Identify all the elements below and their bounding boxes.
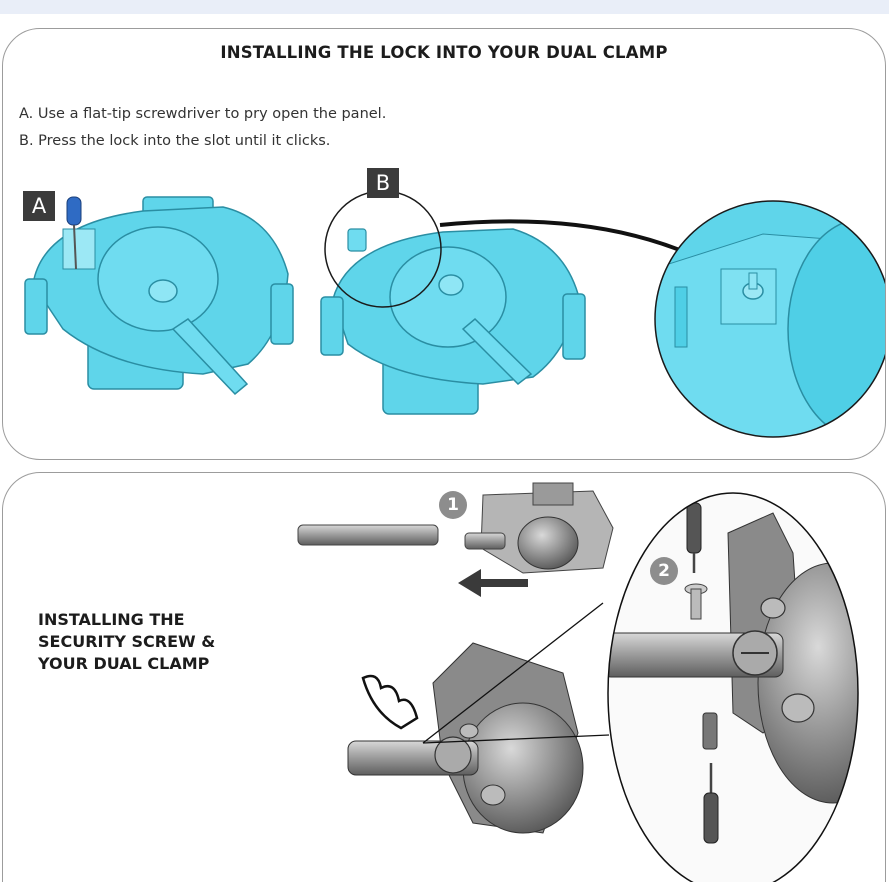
label-a: A [23, 191, 55, 221]
lock-install-panel: INSTALLING THE LOCK INTO YOUR DUAL CLAMP… [2, 28, 886, 460]
pipe-removal-illustration [297, 482, 614, 574]
instruction-b: B. Press the lock into the slot until it… [19, 133, 331, 149]
magnified-screw-detail [607, 492, 859, 882]
security-screw-illustration [297, 482, 859, 882]
hand-icon [361, 674, 419, 730]
step-1-badge: 1 [439, 491, 467, 519]
clamp-on-pipe-illustration [347, 642, 584, 834]
lock-install-illustration [24, 190, 885, 438]
caption-line-1: INSTALLING THE [38, 610, 185, 629]
top-band [0, 0, 889, 14]
caption-line-3: YOUR DUAL CLAMP [38, 654, 210, 673]
clamp-b-illustration [320, 190, 586, 415]
leader-line [422, 734, 610, 744]
magnified-lock-detail [654, 200, 885, 438]
section-caption: INSTALLING THE SECURITY SCREW & YOUR DUA… [38, 609, 238, 675]
direction-arrow-icon [458, 569, 528, 597]
screwdriver-icon [66, 196, 82, 270]
leader-line [422, 602, 604, 744]
caption-line-2: SECURITY SCREW & [38, 632, 216, 651]
panel-title: INSTALLING THE LOCK INTO YOUR DUAL CLAMP [220, 43, 668, 62]
label-b: B [367, 168, 399, 198]
instruction-a: A. Use a flat-tip screwdriver to pry ope… [19, 106, 387, 122]
clamp-a-illustration [24, 196, 294, 396]
step-2-badge: 2 [650, 557, 678, 585]
security-screw-panel: INSTALLING THE SECURITY SCREW & YOUR DUA… [2, 472, 886, 882]
